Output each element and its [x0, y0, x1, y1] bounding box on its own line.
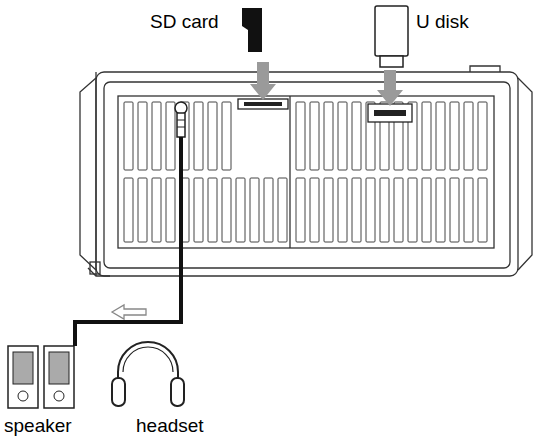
- vent-slot: [208, 178, 217, 242]
- usb-port: [368, 104, 412, 122]
- vent-slot: [450, 178, 459, 242]
- speaker-icon: [8, 346, 74, 408]
- ear-cup: [171, 378, 184, 406]
- vent-slot: [310, 178, 319, 242]
- insert-arrow: [377, 70, 403, 106]
- plug: [177, 113, 185, 137]
- speaker-box: [44, 346, 74, 408]
- vent-slot: [352, 178, 361, 242]
- vent-slot: [222, 102, 231, 170]
- vent-slot: [394, 178, 403, 242]
- speaker-cone: [49, 352, 69, 384]
- vent-slot: [152, 102, 161, 170]
- vent-slot: [464, 102, 473, 170]
- vent-slot: [324, 178, 333, 242]
- vent-slot: [478, 102, 487, 170]
- vent-slot: [408, 178, 417, 242]
- headband-inner: [123, 347, 173, 372]
- housing: [80, 66, 532, 276]
- foot: [88, 268, 110, 276]
- speaker-cone: [13, 352, 33, 384]
- vent-slot: [338, 102, 347, 170]
- part-label: headset: [136, 416, 204, 437]
- speaker-woofer: [18, 391, 28, 401]
- part-label: SD card: [150, 12, 219, 33]
- usb-port-opening: [374, 110, 406, 116]
- vent-slot: [436, 178, 445, 242]
- left-cap: [80, 78, 96, 270]
- speaker-woofer: [54, 391, 64, 401]
- vent-slot: [422, 178, 431, 242]
- insert-arrow: [250, 62, 276, 100]
- plug-ring: [177, 127, 185, 128]
- vent-slot: [324, 102, 333, 170]
- jack-socket: [175, 102, 187, 114]
- vent-slot: [222, 178, 231, 242]
- vent-slot: [464, 178, 473, 242]
- vent-slot: [138, 102, 147, 170]
- vent-slot: [436, 102, 445, 170]
- vent-slot: [310, 102, 319, 170]
- plug-ring: [177, 120, 185, 121]
- right-cap: [518, 78, 532, 270]
- u-disk-connector: [380, 56, 403, 67]
- vent-slot: [194, 102, 203, 170]
- vent-slot: [352, 102, 361, 170]
- vent-slot: [152, 178, 161, 242]
- vent-slot: [124, 178, 133, 242]
- vent-slot: [124, 102, 133, 170]
- vent-slot: [138, 178, 147, 242]
- vent-slot: [236, 178, 245, 242]
- top-button: [470, 66, 500, 72]
- sd-slot: [238, 99, 288, 109]
- ear-cup: [112, 378, 125, 406]
- grill-divider: [289, 96, 290, 248]
- vent-slot: [194, 178, 203, 242]
- vent-slot: [296, 178, 305, 242]
- vent-slot: [264, 178, 273, 242]
- part-label: speaker: [4, 416, 72, 437]
- vent-slot: [166, 178, 175, 242]
- vent-slot: [296, 102, 305, 170]
- u-disk: [375, 6, 408, 56]
- audio-cable: [75, 137, 181, 346]
- vent-slot: [450, 102, 459, 170]
- sd-card: [242, 8, 262, 52]
- vent-slot: [380, 178, 389, 242]
- headset-icon: [112, 342, 184, 406]
- grill-outline: [118, 96, 494, 248]
- audio-jack: [175, 102, 187, 137]
- vent-slot: [208, 102, 217, 170]
- vent-slots: [124, 102, 487, 242]
- body-outline: [96, 72, 518, 276]
- vent-slot: [278, 178, 287, 242]
- part-label: U disk: [416, 12, 469, 33]
- vent-slot: [338, 178, 347, 242]
- vent-slot: [250, 178, 259, 242]
- speaker-box: [8, 346, 38, 408]
- vent-slot: [422, 102, 431, 170]
- vent-slot: [478, 178, 487, 242]
- body-inner: [104, 82, 510, 268]
- vent-slot: [366, 178, 375, 242]
- vent-slot: [166, 102, 175, 170]
- headband: [118, 342, 178, 390]
- sd-slot-opening: [244, 102, 282, 106]
- direction-arrow: [112, 305, 146, 319]
- foot-detail: [90, 262, 100, 274]
